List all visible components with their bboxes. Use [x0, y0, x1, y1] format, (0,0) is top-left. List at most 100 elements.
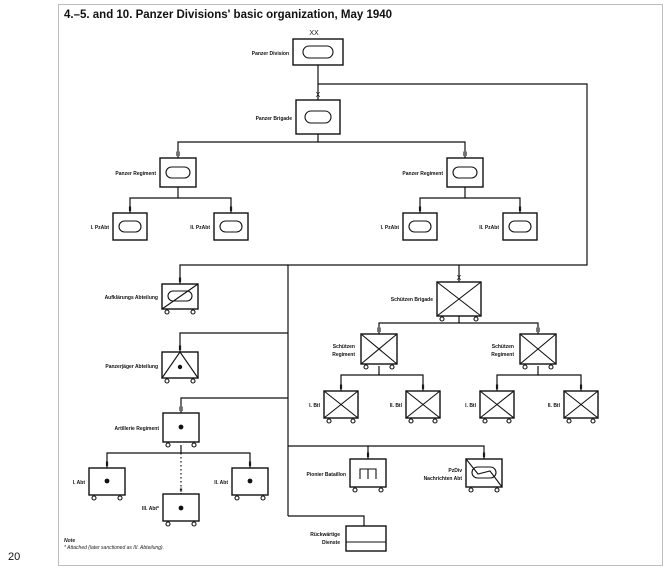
unit-label: I. Btl	[309, 403, 320, 409]
unit-label-line1: Rückwärtige	[310, 532, 340, 538]
unit-pioneer-battalion: II Pionier Bataillon	[307, 453, 387, 493]
echelon-mark: II	[248, 462, 252, 468]
figure-title: 4.–5. and 10. Panzer Divisions' basic or…	[64, 9, 393, 21]
wheel-icon	[506, 418, 512, 424]
gun-dot-icon	[178, 424, 184, 430]
wheel-icon	[91, 495, 97, 501]
engineer-symbol	[359, 468, 377, 479]
armour-symbol	[304, 110, 332, 124]
echelon-mark: II	[179, 488, 183, 494]
note-heading: Note	[64, 538, 76, 544]
wheel-icon	[522, 364, 528, 370]
armour-symbol	[408, 220, 432, 233]
wheel-icon	[191, 521, 197, 527]
wheel-icon	[234, 495, 240, 501]
unit-label-line2: Dienste	[322, 540, 340, 546]
wheel-icon	[473, 316, 479, 322]
infantry-cross	[563, 390, 599, 419]
unit-panzer-division: XX Panzer Division	[252, 30, 344, 66]
echelon-mark: II	[128, 207, 132, 213]
echelon-mark: II	[105, 462, 109, 468]
unit-label: II. Abt	[214, 480, 228, 486]
gun-dot-icon	[247, 478, 253, 484]
echelon-mark: II	[482, 453, 486, 459]
unit-artillery-battalion-3: II III. Abt*	[142, 488, 200, 527]
wheel-icon	[378, 487, 384, 493]
echelon-mark: III	[535, 328, 540, 334]
echelon-mark: II	[421, 385, 425, 391]
echelon-mark: III	[376, 328, 381, 334]
wheel-icon	[190, 309, 196, 315]
recon-diagonal	[161, 283, 199, 310]
unit-antitank-battalion: II Panzerjäger Abteilung	[105, 346, 199, 384]
unit-label-line2: Regiment	[491, 352, 514, 358]
infantry-cross	[479, 390, 515, 419]
infantry-cross	[405, 390, 441, 419]
infantry-cross	[436, 281, 482, 317]
note-text: * Attached (later sanctioned as III. Abt…	[64, 545, 164, 551]
gun-dot-icon	[178, 505, 184, 511]
unit-label: III. Abt*	[142, 506, 159, 512]
wheel-icon	[494, 487, 500, 493]
echelon-mark: III	[175, 152, 180, 158]
unit-label: Panzer Division	[252, 51, 289, 57]
unit-label-line1: Schützen	[333, 344, 355, 350]
wheel-icon	[191, 442, 197, 448]
echelon-mark: II	[418, 207, 422, 213]
gun-dot-icon	[177, 364, 183, 370]
wheel-icon	[352, 487, 358, 493]
armour-symbol	[452, 166, 478, 179]
antitank-chevron	[161, 351, 199, 379]
wheel-icon	[566, 418, 572, 424]
unit-label: Artillerie Regiment	[115, 426, 160, 432]
armour-symbol	[508, 220, 532, 233]
wheel-icon	[482, 418, 488, 424]
infantry-cross	[360, 333, 398, 365]
wheel-icon	[432, 418, 438, 424]
unit-label-line1: PzDiv	[448, 468, 462, 474]
unit-recon-battalion: II Aufklärungs Abteilung	[105, 278, 199, 315]
echelon-mark: II	[518, 207, 522, 213]
unit-rifle-battalion-2-left: II II. Btl	[390, 385, 441, 424]
echelon-mark: III	[178, 407, 183, 413]
unit-artillery-regiment: III Artillerie Regiment	[115, 407, 200, 448]
unit-label: I. PzAbt	[381, 225, 400, 231]
echelon-mark: II	[366, 453, 370, 459]
unit-pzabt-2-left: II II. PzAbt	[190, 207, 249, 241]
unit-rifle-battalion-1-left: II I. Btl	[309, 385, 359, 424]
unit-artillery-battalion-2: II II. Abt	[214, 462, 269, 501]
armour-symbol	[118, 220, 142, 233]
unit-label: I. Abt	[73, 480, 86, 486]
wheel-icon	[363, 364, 369, 370]
page-number: 20	[8, 551, 21, 563]
unit-label: Schützen Brigade	[391, 297, 433, 303]
wheel-icon	[389, 364, 395, 370]
unit-label: II. Btl	[548, 403, 561, 409]
unit-label: Panzer Brigade	[256, 116, 293, 122]
wheel-icon	[468, 487, 474, 493]
armour-symbol	[219, 220, 243, 233]
wheel-icon	[590, 418, 596, 424]
connector-lines	[106, 65, 588, 526]
unit-symbol-box	[345, 525, 387, 552]
unit-label: Panzer Regiment	[115, 171, 156, 177]
echelon-mark: X	[316, 92, 321, 99]
unit-label: Aufklärungs Abteilung	[105, 295, 158, 301]
unit-label: Pionier Bataillon	[307, 472, 346, 478]
echelon-mark: II	[579, 385, 583, 391]
unit-label: II. Btl	[390, 403, 403, 409]
wheel-icon	[350, 418, 356, 424]
unit-label-line2: Nachrichten Abt	[424, 476, 463, 482]
infantry-cross	[519, 333, 557, 365]
unit-panzer-regiment-right: III Panzer Regiment	[402, 152, 484, 188]
gun-dot-icon	[104, 478, 110, 484]
echelon-mark: II	[495, 385, 499, 391]
wheel-icon	[165, 521, 171, 527]
unit-rifle-brigade: X Schützen Brigade	[391, 275, 482, 322]
unit-signals-battalion: II PzDiv Nachrichten Abt	[424, 453, 503, 493]
echelon-mark: III	[462, 152, 467, 158]
wheel-icon	[164, 309, 170, 315]
unit-label-line2: Regiment	[332, 352, 355, 358]
figure-frame	[58, 4, 663, 566]
